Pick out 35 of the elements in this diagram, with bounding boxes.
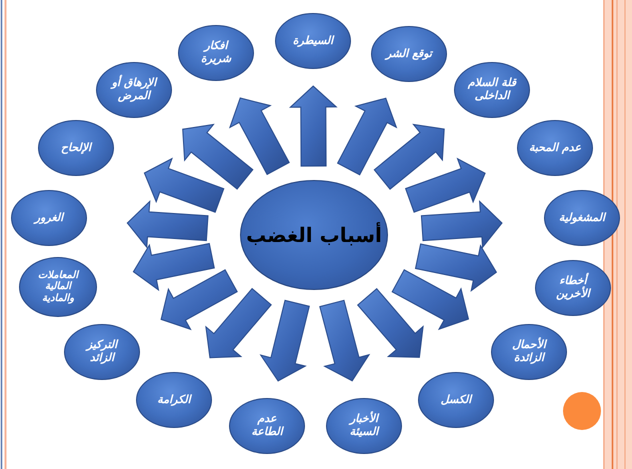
block-arrow (132, 242, 215, 292)
block-arrow (144, 158, 224, 213)
block-arrow (414, 243, 498, 292)
node-label: افكار شريرة (200, 40, 232, 66)
block-arrow (182, 124, 254, 190)
node-label: أخطاء الأخرين (555, 275, 592, 301)
block-arrow (229, 97, 290, 176)
block-arrow (357, 288, 424, 358)
node-label: الكسل (440, 394, 472, 406)
block-arrow (374, 124, 445, 190)
block-arrow (126, 200, 209, 249)
block-arrow (289, 85, 338, 167)
node-label: التركيز الزائد (84, 339, 120, 365)
node-label: الأحمال الزائدة (511, 339, 548, 365)
node-label: الإلحاح (60, 142, 92, 154)
node-label: الغرور (34, 212, 64, 224)
node-label: قلة السلام الداخلى (466, 77, 518, 103)
node-label: الكرامة (157, 394, 191, 406)
node-label: السيطرة (292, 34, 334, 48)
node-label: عدم المحبة (528, 142, 582, 154)
central-label: أسباب الغضب (246, 224, 382, 246)
block-arrow (336, 98, 398, 176)
node-label: عدم الطاعة (250, 413, 285, 439)
node-label: المشغولية (558, 212, 606, 224)
block-arrow (392, 269, 470, 330)
node-label: توقع الشر (386, 48, 432, 60)
node-label: المعاملات المالية والمادية (36, 270, 80, 304)
block-arrow (205, 288, 272, 358)
node-label: الأخبار السيئة (348, 413, 380, 439)
block-arrow (404, 158, 486, 213)
block-arrow (319, 300, 370, 382)
block-arrow (420, 200, 503, 249)
block-arrow (260, 300, 310, 382)
node-label: الإرهاق أو المرض (109, 77, 158, 103)
block-arrow (160, 269, 238, 330)
